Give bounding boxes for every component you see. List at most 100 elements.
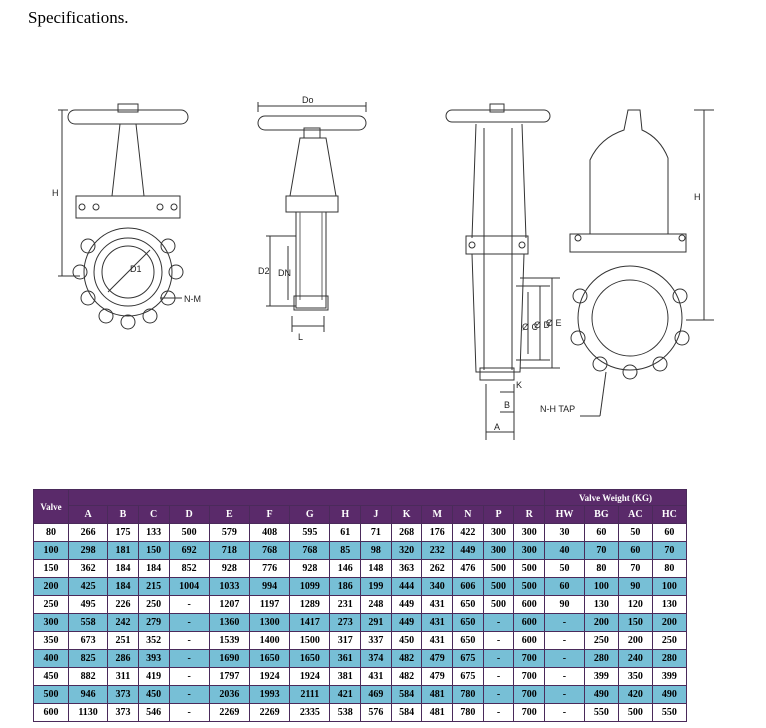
table-cell: 700 <box>513 685 546 704</box>
column-header-h: H <box>329 505 362 524</box>
table-cell: 273 <box>329 613 362 632</box>
table-cell: 317 <box>329 631 362 650</box>
label-do: Do <box>302 95 314 105</box>
valve-size-cell: 100 <box>33 541 69 560</box>
table-cell: 422 <box>452 523 484 542</box>
table-cell: 340 <box>421 577 454 596</box>
column-header-b: B <box>107 505 139 524</box>
column-header-m: M <box>421 505 454 524</box>
table-cell: 490 <box>583 685 619 704</box>
table-cell: 232 <box>421 541 454 560</box>
table-cell: 584 <box>390 703 423 722</box>
table-cell: 600 <box>513 613 546 632</box>
table-cell: 373 <box>107 703 139 722</box>
table-cell: 482 <box>390 667 423 686</box>
table-cell: 500 <box>513 559 546 578</box>
table-cell: - <box>544 613 585 632</box>
table-cell: 2269 <box>208 703 250 722</box>
column-header-p: P <box>482 505 515 524</box>
table-cell: 1690 <box>208 649 250 668</box>
table-cell: - <box>168 613 210 632</box>
weight-header: Valve Weight (KG) <box>544 489 687 506</box>
column-header-d: D <box>168 505 210 524</box>
column-header-c: C <box>137 505 170 524</box>
table-cell: 444 <box>390 577 423 596</box>
table-cell: 1033 <box>208 577 250 596</box>
table-cell: 700 <box>513 703 546 722</box>
valve-size-cell: 600 <box>33 703 69 722</box>
table-cell: - <box>168 631 210 650</box>
label-oc: Ø C <box>522 322 539 332</box>
table-cell: 946 <box>67 685 109 704</box>
label-n-m: N-M <box>184 294 201 304</box>
table-header-top: Valve Valve Weight (KG) <box>33 489 687 524</box>
table-cell: 420 <box>617 685 653 704</box>
table-cell: 675 <box>452 649 484 668</box>
table-cell: 215 <box>137 577 170 596</box>
table-cell: 240 <box>617 649 653 668</box>
column-header-n: N <box>452 505 484 524</box>
table-cell: 650 <box>452 595 484 614</box>
table-cell: 538 <box>329 703 362 722</box>
table-cell: 291 <box>360 613 392 632</box>
table-cell: 449 <box>390 613 423 632</box>
table-cell: 184 <box>107 577 139 596</box>
valve-size-cell: 450 <box>33 667 69 686</box>
table-cell: 176 <box>421 523 454 542</box>
table-cell: 450 <box>137 685 170 704</box>
table-cell: 1004 <box>168 577 210 596</box>
front-view-drawing <box>58 103 189 330</box>
table-cell: 248 <box>360 595 392 614</box>
table-cell: 100 <box>651 577 688 596</box>
column-header-f: F <box>248 505 291 524</box>
table-cell: 718 <box>208 541 250 560</box>
section-view-drawing <box>445 103 560 440</box>
table-cell: 1099 <box>289 577 331 596</box>
table-cell: 70 <box>651 541 688 560</box>
table-cell: 479 <box>421 667 454 686</box>
table-cell: 1500 <box>289 631 331 650</box>
table-cell: 576 <box>360 703 392 722</box>
column-header-k: K <box>390 505 423 524</box>
table-cell: 500 <box>513 577 546 596</box>
table-cell: 200 <box>617 631 653 650</box>
table-cell: 546 <box>137 703 170 722</box>
label-l: L <box>298 332 303 342</box>
table-cell: 1400 <box>248 631 291 650</box>
valve-size-cell: 400 <box>33 649 69 668</box>
table-cell: 425 <box>67 577 109 596</box>
table-cell: 852 <box>168 559 210 578</box>
table-cell: 419 <box>137 667 170 686</box>
table-cell: 1417 <box>289 613 331 632</box>
table-cell: 148 <box>360 559 392 578</box>
table-cell: 337 <box>360 631 392 650</box>
table-cell: 280 <box>651 649 688 668</box>
table-cell: 71 <box>360 523 392 542</box>
column-header-hw: HW <box>544 505 585 524</box>
column-header-e: E <box>208 505 250 524</box>
table-cell: 231 <box>329 595 362 614</box>
valve-technical-drawings: H D1 N-M Do D2 DN L Ø C Ø D Ø E K B A N-… <box>52 95 714 440</box>
table-cell: 361 <box>329 649 362 668</box>
table-cell: 70 <box>617 559 653 578</box>
table-cell: 1797 <box>208 667 250 686</box>
table-cell: - <box>544 703 585 722</box>
column-header-j: J <box>360 505 392 524</box>
table-cell: 300 <box>482 541 515 560</box>
table-cell: 268 <box>390 523 423 542</box>
label-od: Ø D <box>534 320 551 330</box>
header-spacer <box>67 489 546 506</box>
label-b: B <box>504 400 510 410</box>
table-cell: - <box>168 667 210 686</box>
table-cell: 1539 <box>208 631 250 650</box>
table-cell: 393 <box>137 649 170 668</box>
table-cell: 490 <box>651 685 688 704</box>
label-d2: D2 <box>258 266 270 276</box>
table-cell: 60 <box>583 523 619 542</box>
table-cell: 600 <box>513 595 546 614</box>
